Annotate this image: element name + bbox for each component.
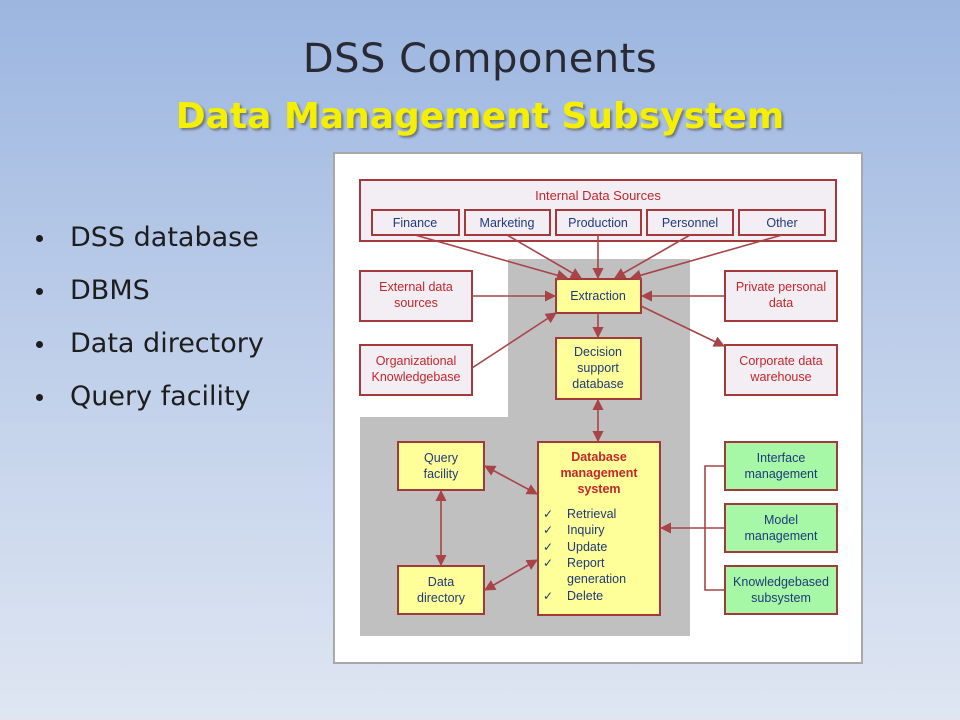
bullet-item-query-facility: Query facility xyxy=(36,377,264,430)
svg-text:Interface: Interface xyxy=(757,451,806,465)
svg-text:Delete: Delete xyxy=(567,589,603,603)
bullet-item-dbms: DBMS xyxy=(36,271,264,324)
connector-arrows xyxy=(414,234,783,591)
slide-subtitle: Data Management Subsystem xyxy=(175,96,785,137)
external-data-sources-box: External data sources xyxy=(359,270,473,322)
svg-text:Extraction: Extraction xyxy=(570,289,626,303)
query-facility-box: Query facility xyxy=(397,441,485,491)
svg-text:Decision: Decision xyxy=(574,345,622,359)
source-production: Production xyxy=(555,209,642,236)
svg-text:system: system xyxy=(577,482,620,496)
knowledgebased-subsystem-box: Knowledgebased subsystem xyxy=(724,565,838,615)
svg-text:Knowledgebased: Knowledgebased xyxy=(733,575,829,589)
decision-support-database-box: Decision support database xyxy=(555,337,642,400)
dbms-checkmark: ✓ xyxy=(543,523,553,537)
svg-text:Report: Report xyxy=(567,556,605,570)
slide-title: DSS Components xyxy=(302,36,658,82)
svg-text:management: management xyxy=(560,466,638,480)
svg-text:Organizational: Organizational xyxy=(376,354,457,368)
svg-text:Other: Other xyxy=(766,216,797,230)
svg-text:Query: Query xyxy=(424,451,459,465)
model-management-box: Model management xyxy=(724,503,838,553)
svg-text:database: database xyxy=(572,377,623,391)
source-personnel: Personnel xyxy=(646,209,734,236)
bullet-list: DSS database DBMS Data directory Query f… xyxy=(36,218,264,430)
svg-text:subsystem: subsystem xyxy=(751,591,811,605)
source-marketing: Marketing xyxy=(464,209,551,236)
dbms-checkmark: ✓ xyxy=(543,556,553,570)
extraction-box: Extraction xyxy=(555,278,642,314)
svg-text:Update: Update xyxy=(567,540,607,554)
svg-text:Marketing: Marketing xyxy=(480,216,535,230)
svg-text:Finance: Finance xyxy=(393,216,438,230)
svg-text:Personnel: Personnel xyxy=(662,216,718,230)
svg-text:generation: generation xyxy=(567,572,626,586)
svg-text:sources: sources xyxy=(394,296,438,310)
diagram-svg: Internal Data Sources Finance Marketing … xyxy=(359,179,838,636)
interface-management-box: Interface management xyxy=(724,441,838,491)
svg-text:Private personal: Private personal xyxy=(736,280,826,294)
svg-text:data: data xyxy=(769,296,793,310)
bullet-item-data-directory: Data directory xyxy=(36,324,264,377)
data-management-diagram: Internal Data Sources Finance Marketing … xyxy=(333,152,863,664)
bullet-item-dss-database: DSS database xyxy=(36,218,264,271)
svg-text:support: support xyxy=(577,361,619,375)
svg-text:management: management xyxy=(745,529,818,543)
data-directory-box: Data directory xyxy=(397,565,485,615)
dbms-checkmark: ✓ xyxy=(543,540,553,554)
dbms-checkmark: ✓ xyxy=(543,589,553,603)
internal-sources-title: Internal Data Sources xyxy=(535,188,661,203)
svg-text:warehouse: warehouse xyxy=(749,370,811,384)
svg-text:External data: External data xyxy=(379,280,453,294)
svg-text:Production: Production xyxy=(568,216,628,230)
svg-text:Model: Model xyxy=(764,513,798,527)
private-personal-data-box: Private personal data xyxy=(724,270,838,322)
corporate-data-warehouse-box: Corporate data warehouse xyxy=(724,344,838,396)
dbms-box: Database management system ✓ Retrieval ✓… xyxy=(537,441,661,616)
organizational-knowledgebase-box: Organizational Knowledgebase xyxy=(359,344,473,396)
svg-text:Corporate data: Corporate data xyxy=(739,354,822,368)
svg-text:facility: facility xyxy=(424,467,459,481)
svg-text:Inquiry: Inquiry xyxy=(567,523,605,537)
svg-text:Data: Data xyxy=(428,575,454,589)
svg-text:management: management xyxy=(745,467,818,481)
source-other: Other xyxy=(738,209,826,236)
svg-text:directory: directory xyxy=(417,591,466,605)
svg-text:Retrieval: Retrieval xyxy=(567,507,616,521)
dbms-checkmark: ✓ xyxy=(543,507,553,521)
source-finance: Finance xyxy=(371,209,460,236)
svg-text:Database: Database xyxy=(571,450,627,464)
svg-text:Knowledgebase: Knowledgebase xyxy=(372,370,461,384)
